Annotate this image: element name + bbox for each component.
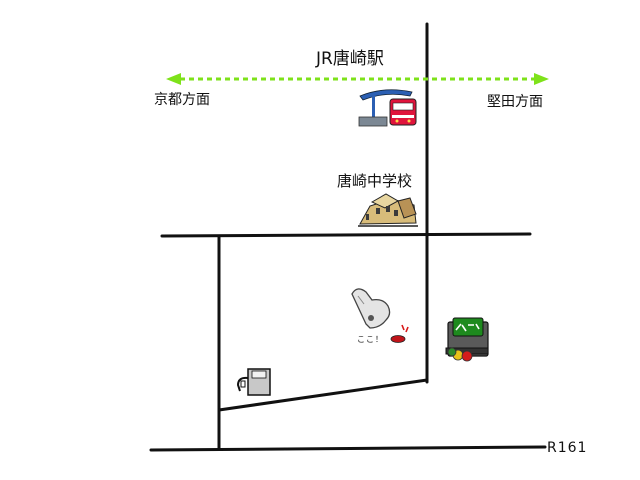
supermarket-icon <box>445 317 489 362</box>
school-icon <box>358 193 418 227</box>
roads <box>149 22 547 452</box>
upper-horizontal-road <box>160 232 532 238</box>
arrow-right-icon <box>534 73 549 85</box>
here-marker-icon <box>390 324 409 343</box>
diagonal-road <box>217 378 429 412</box>
gas-station-icon <box>236 368 271 396</box>
train-icon <box>358 89 417 127</box>
route-label: R161 <box>547 440 588 456</box>
direction-left-label: 京都方面 <box>154 92 210 108</box>
station-name: JR唐崎駅 <box>316 49 384 69</box>
pointing-hand-icon <box>351 288 391 329</box>
here-label: ここ！ <box>357 335 384 344</box>
arrow-left-icon <box>166 73 181 85</box>
route-161-road <box>149 445 547 452</box>
direction-right-label: 堅田方面 <box>487 94 543 110</box>
school-label: 唐崎中学校 <box>337 172 413 190</box>
rail-line <box>166 73 549 85</box>
